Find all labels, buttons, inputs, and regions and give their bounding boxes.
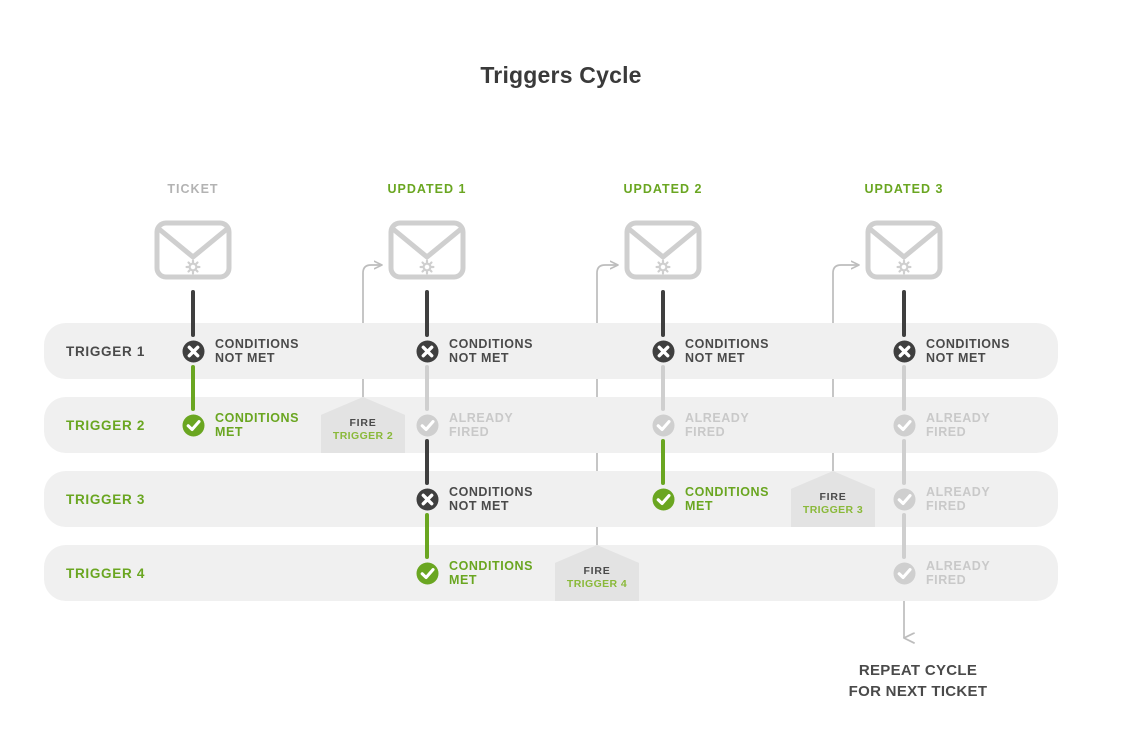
status-cell-label: CONDITIONS NOT MET (215, 337, 299, 365)
trigger-row-label-2: TRIGGER 3 (66, 491, 146, 507)
x-circle-icon (892, 339, 917, 364)
envelope-gear-icon (154, 219, 232, 281)
check-circle-icon (892, 413, 917, 438)
connector-col3-row2-row3 (902, 513, 906, 559)
status-cell-c2-r1: ALREADY FIRED (651, 397, 749, 453)
connector-col3-row1-row2 (902, 439, 906, 485)
x-circle-icon (651, 339, 676, 364)
status-cell-c1-r2: CONDITIONS NOT MET (415, 471, 533, 527)
envelope-gear-icon (624, 219, 702, 281)
status-cell-c0-r0: CONDITIONS NOT MET (181, 323, 299, 379)
status-cell-c3-r3: ALREADY FIRED (892, 545, 990, 601)
column-header-3: UPDATED 3 (864, 182, 944, 196)
status-cell-label: CONDITIONS NOT MET (926, 337, 1010, 365)
status-cell-label: CONDITIONS NOT MET (449, 337, 533, 365)
trigger-row-band-3 (44, 545, 1058, 601)
column-header-2: UPDATED 2 (623, 182, 703, 196)
status-cell-label: CONDITIONS NOT MET (685, 337, 769, 365)
connector-col2-row1-row2 (661, 439, 665, 485)
check-circle-icon (651, 487, 676, 512)
repeat-cycle-caption: REPEAT CYCLE FOR NEXT TICKET (848, 662, 988, 700)
fire-tag-line2: TRIGGER 3 (802, 504, 864, 516)
connector-col1-row0-row1 (425, 365, 429, 411)
trigger-row-label-3: TRIGGER 4 (66, 565, 146, 581)
status-cell-c3-r0: CONDITIONS NOT MET (892, 323, 1010, 379)
trigger-row-band-0 (44, 323, 1058, 379)
status-cell-label: CONDITIONS MET (215, 411, 299, 439)
connector-col1-envelope-row0 (425, 290, 429, 337)
status-cell-c1-r3: CONDITIONS MET (415, 545, 533, 601)
connector-col2-envelope-row0 (661, 290, 665, 337)
status-cell-c0-r1: CONDITIONS MET (181, 397, 299, 453)
x-circle-icon (415, 339, 440, 364)
status-cell-label: ALREADY FIRED (926, 411, 991, 439)
trigger-row-label-0: TRIGGER 1 (66, 343, 146, 359)
status-cell-label: ALREADY FIRED (449, 411, 514, 439)
x-circle-icon (181, 339, 206, 364)
check-circle-icon (415, 561, 440, 586)
status-cell-c1-r1: ALREADY FIRED (415, 397, 513, 453)
status-cell-label: ALREADY FIRED (926, 485, 991, 513)
column-header-1: UPDATED 1 (387, 182, 467, 196)
page-title: Triggers Cycle (480, 62, 642, 88)
fire-tag-line1: FIRE (819, 491, 847, 503)
check-circle-icon (415, 413, 440, 438)
connector-col3-row0-row1 (902, 365, 906, 411)
check-circle-icon (181, 413, 206, 438)
connector-col2-row0-row1 (661, 365, 665, 411)
status-cell-label: ALREADY FIRED (926, 559, 991, 587)
check-circle-icon (651, 413, 676, 438)
check-circle-icon (892, 561, 917, 586)
connector-col3-envelope-row0 (902, 290, 906, 337)
fire-tag-line2: TRIGGER 4 (566, 578, 628, 590)
trigger-row-band-2 (44, 471, 1058, 527)
status-cell-c3-r1: ALREADY FIRED (892, 397, 990, 453)
status-cell-label: CONDITIONS MET (449, 559, 533, 587)
status-cell-label: ALREADY FIRED (685, 411, 750, 439)
status-cell-label: CONDITIONS NOT MET (449, 485, 533, 513)
connector-col0-envelope-row0 (191, 290, 195, 337)
envelope-gear-icon (865, 219, 943, 281)
fire-tag-line1: FIRE (349, 417, 377, 429)
check-circle-icon (892, 487, 917, 512)
connector-col0-row0-row1 (191, 365, 195, 411)
status-cell-c2-r2: CONDITIONS MET (651, 471, 769, 527)
fire-tag-line1: FIRE (583, 565, 611, 577)
status-cell-c2-r0: CONDITIONS NOT MET (651, 323, 769, 379)
status-cell-label: CONDITIONS MET (685, 485, 769, 513)
connector-col1-row1-row2 (425, 439, 429, 485)
status-cell-c1-r0: CONDITIONS NOT MET (415, 323, 533, 379)
fire-tag-line2: TRIGGER 2 (332, 430, 394, 442)
column-header-0: TICKET (167, 182, 219, 196)
x-circle-icon (415, 487, 440, 512)
status-cell-c3-r2: ALREADY FIRED (892, 471, 990, 527)
trigger-row-label-1: TRIGGER 2 (66, 417, 146, 433)
envelope-gear-icon (388, 219, 466, 281)
connector-col1-row2-row3 (425, 513, 429, 559)
trigger-row-band-1 (44, 397, 1058, 453)
